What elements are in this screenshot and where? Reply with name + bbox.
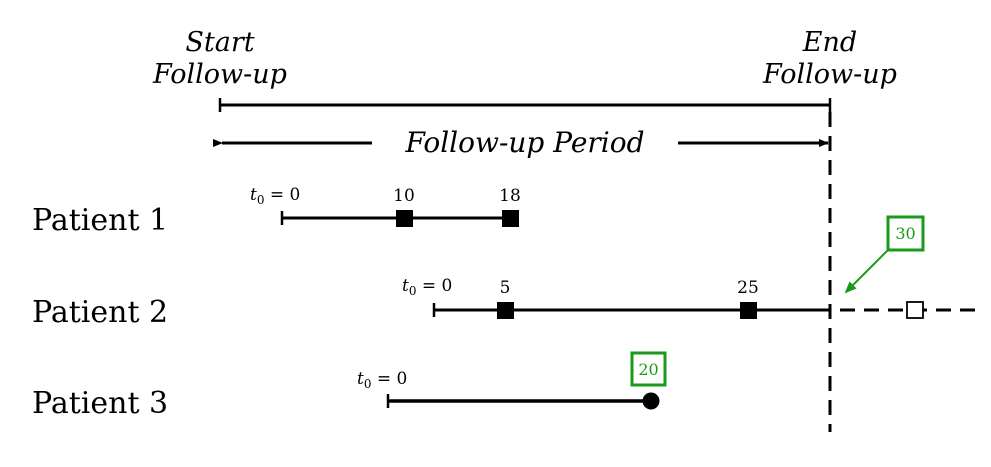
patient-1-event-label: 10 xyxy=(393,186,415,206)
patient-3-callout-label: 20 xyxy=(638,360,658,379)
patient-2-censored-callout-box xyxy=(886,215,925,252)
patient-1-event-label: 18 xyxy=(499,186,521,206)
end-label-line2: Follow-up xyxy=(762,59,897,90)
end-label-line1: End xyxy=(802,27,857,58)
patient-2-callout-arrow xyxy=(844,249,889,294)
start-label-line2: Follow-up xyxy=(152,59,287,90)
patient-2-t0-label: t0 = 0 xyxy=(402,276,452,298)
patient-3-callout-box xyxy=(630,351,667,387)
follow-up-bracket xyxy=(218,98,832,112)
patient-1-label: Patient 1 xyxy=(32,203,168,238)
patient-2-event-marker xyxy=(740,302,757,319)
patient-2-censored-marker xyxy=(906,301,924,319)
patient-3-label: Patient 3 xyxy=(32,386,168,421)
patient-2-event-label: 25 xyxy=(737,278,759,298)
period-label: Follow-up Period xyxy=(404,126,644,159)
patient-2-censored-callout-label: 30 xyxy=(895,224,915,243)
start-label-line1: Start xyxy=(185,27,254,58)
patient-2-event-marker xyxy=(497,302,514,319)
patient-3-t0-label: t0 = 0 xyxy=(357,369,407,391)
patient-2-timeline: t0 = 0 5 25 30 xyxy=(402,215,975,319)
patient-3-terminal-marker xyxy=(642,392,660,410)
patient-1-event-marker xyxy=(396,210,413,227)
patient-2-event-label: 5 xyxy=(500,278,511,298)
patient-1-t0-label: t0 = 0 xyxy=(250,185,300,207)
patient-3-timeline: t0 = 0 20 xyxy=(357,351,667,410)
patient-1-event-marker xyxy=(502,210,519,227)
patient-1-timeline: t0 = 0 10 18 xyxy=(250,185,521,227)
patient-2-label: Patient 2 xyxy=(32,295,168,330)
